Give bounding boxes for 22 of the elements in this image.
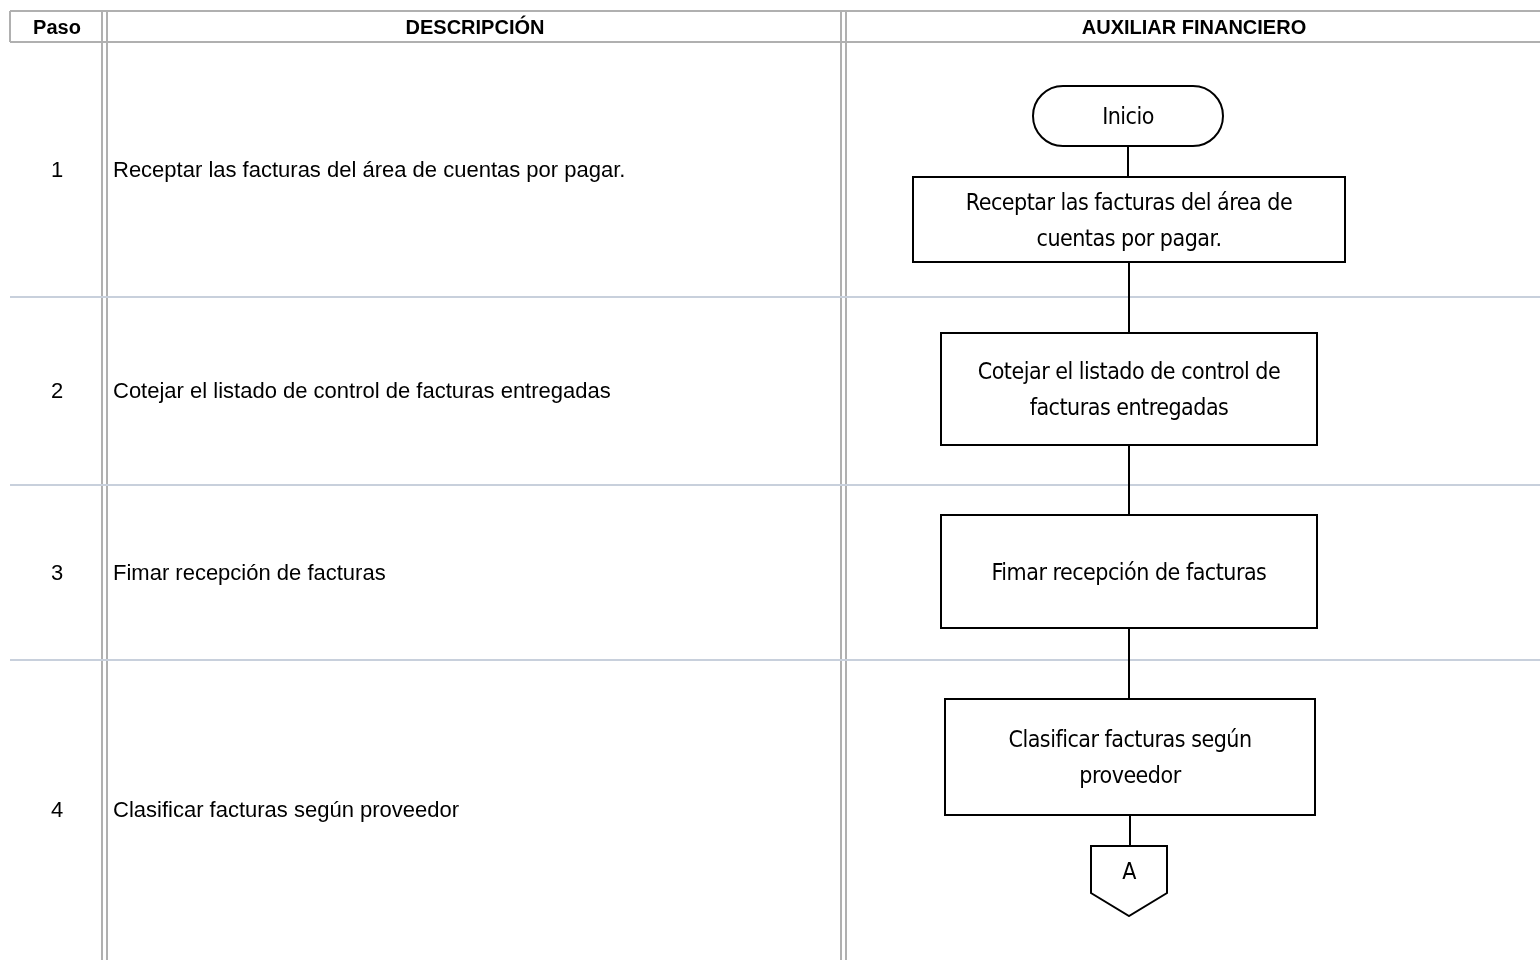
column-header: DESCRIPCIÓN [405, 15, 545, 39]
step-description: Clasificar facturas según proveedor [113, 797, 460, 823]
process-box: Clasificar facturas según proveedor [944, 698, 1316, 816]
connector-line [1128, 628, 1130, 699]
step-number: 2 [50, 378, 64, 404]
process-box: Receptar las facturas del área de cuentas por pagar. [912, 176, 1346, 263]
column-header: AUXILIAR FINANCIERO [1081, 15, 1307, 39]
process-box: Fimar recepción de facturas [940, 514, 1318, 629]
step-number: 1 [50, 156, 64, 183]
connector-line [1127, 146, 1129, 177]
step-number: 4 [50, 797, 64, 823]
step-description: Fimar recepción de facturas [113, 559, 386, 586]
step-description: Cotejar el listado de control de facturas entregadas [113, 378, 611, 404]
process-box: Cotejar el listado de control de facturas entregadas [940, 332, 1318, 446]
step-description: Receptar las facturas del área de cuentas por pagar. [113, 156, 626, 183]
connector-line [1129, 815, 1131, 846]
step-number: 3 [50, 559, 64, 586]
column-header: Paso [33, 15, 81, 39]
off-page-connector: A [1090, 845, 1168, 917]
start-terminator: Inicio [1032, 85, 1224, 147]
connector-line [1128, 262, 1130, 333]
connector-line [1128, 445, 1130, 515]
